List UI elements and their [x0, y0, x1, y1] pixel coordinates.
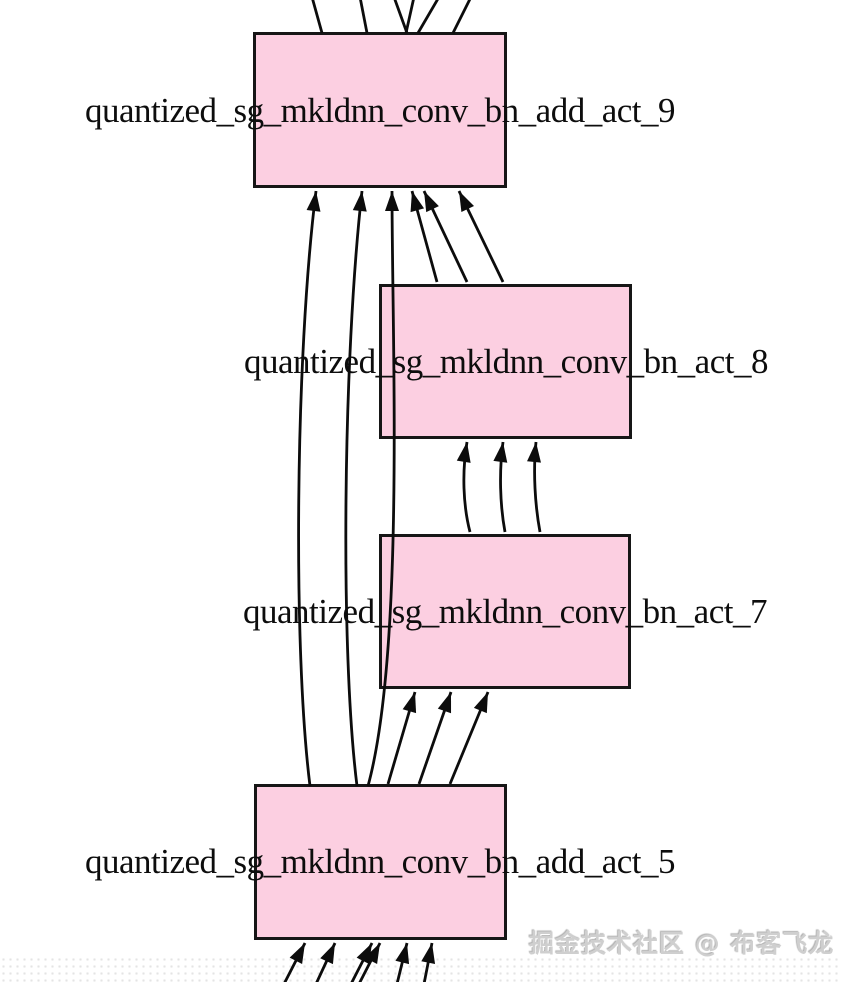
edges-act9-to-output [311, 0, 472, 34]
watermark-text: 掘金技术社区 @ 布客飞龙 [529, 929, 835, 958]
node-label-act-5: quantized_sg_mkldnn_conv_bn_add_act_5 [85, 842, 675, 881]
edges-act5-to-act9-skip [297, 190, 400, 787]
node-label-act-9: quantized_sg_mkldnn_conv_bn_add_act_9 [85, 91, 675, 130]
edges-act7-to-act8 [456, 441, 542, 533]
dotted-texture-strip [0, 956, 842, 982]
node-conv-bn-add-act-9 [253, 32, 507, 188]
edges-act5-to-act7 [386, 691, 490, 785]
edges-act8-to-act9 [410, 190, 505, 283]
node-conv-bn-add-act-5 [254, 784, 507, 940]
node-label-act-7: quantized_sg_mkldnn_conv_bn_act_7 [243, 592, 767, 631]
node-conv-bn-act-8 [379, 284, 632, 439]
node-label-act-8: quantized_sg_mkldnn_conv_bn_act_8 [244, 342, 768, 381]
